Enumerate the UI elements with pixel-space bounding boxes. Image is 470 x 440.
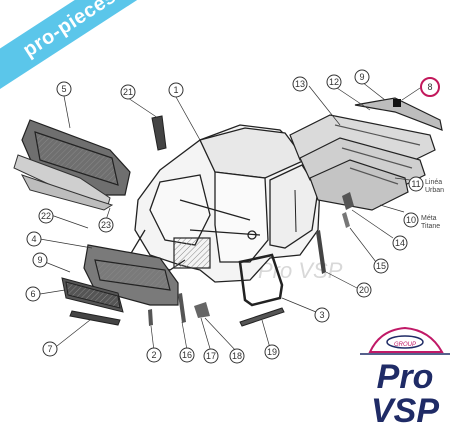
svg-text:Linéa: Linéa — [425, 179, 442, 186]
svg-text:15: 15 — [376, 261, 386, 271]
bracket-17 — [194, 302, 210, 318]
pro-vsp-watermark: Pro VSP — [258, 258, 343, 283]
svg-text:7: 7 — [47, 344, 52, 354]
callout-19: 19 — [264, 344, 280, 360]
callout-4: 4 — [26, 231, 42, 247]
svg-text:19: 19 — [267, 347, 277, 357]
callout-6: 6 — [25, 286, 41, 302]
door-frame — [238, 253, 284, 307]
rear-bumper — [21, 119, 131, 196]
strip-16 — [178, 293, 186, 323]
callout-8: 8 — [420, 77, 440, 97]
svg-text:16: 16 — [182, 350, 192, 360]
callout-15: 15 — [373, 258, 389, 274]
logo-pro-text: Pro — [376, 358, 434, 396]
pro-vsp-logo: GROUP Pro VSP — [350, 322, 460, 432]
svg-text:23: 23 — [101, 220, 111, 230]
front-grille — [61, 277, 124, 313]
roof-rail — [151, 115, 167, 151]
lower-blade — [69, 310, 121, 326]
callout-23: 23 — [98, 217, 114, 233]
bracket-14 — [342, 192, 354, 210]
logo-group-label: GROUP — [394, 342, 417, 348]
logo-vsp-text: VSP — [370, 392, 440, 430]
callout-9b: 9 — [32, 252, 48, 268]
svg-text:9: 9 — [37, 255, 42, 265]
callout-3: 3 — [314, 307, 330, 323]
svg-text:Urban: Urban — [425, 187, 444, 194]
callout-14: 14 — [392, 235, 408, 251]
callout-7: 7 — [42, 341, 58, 357]
strip-2 — [148, 309, 153, 326]
svg-text:18: 18 — [232, 351, 242, 361]
variant-label-11: Linéa Urban — [425, 179, 444, 194]
callout-2: 2 — [146, 347, 162, 363]
car-silhouette-icon — [360, 326, 450, 355]
svg-text:17: 17 — [206, 351, 216, 361]
rear-bumper-trim — [13, 154, 114, 211]
side-panels — [289, 97, 443, 211]
svg-text:4: 4 — [31, 234, 36, 244]
callout-20: 20 — [356, 282, 372, 298]
body-shell — [129, 124, 321, 283]
b-pillar-trim — [316, 230, 326, 274]
callout-12: 12 — [326, 74, 342, 90]
callout-10: 10 — [403, 212, 419, 228]
svg-text:5: 5 — [61, 84, 66, 94]
svg-text:13: 13 — [295, 79, 305, 89]
callout-1: 1 — [168, 82, 184, 98]
callout-18: 18 — [229, 348, 245, 364]
callout-17: 17 — [203, 348, 219, 364]
callout-13: 13 — [292, 76, 308, 92]
svg-text:10: 10 — [406, 215, 416, 225]
svg-text:Méta: Méta — [421, 215, 437, 222]
bracket-15 — [342, 212, 350, 228]
svg-text:21: 21 — [123, 87, 133, 97]
svg-text:9: 9 — [359, 72, 364, 82]
callout-11: 11 — [408, 176, 424, 192]
svg-text:12: 12 — [329, 77, 339, 87]
callout-22: 22 — [38, 208, 54, 224]
svg-text:6: 6 — [30, 289, 35, 299]
svg-text:22: 22 — [41, 211, 51, 221]
callout-21: 21 — [120, 84, 136, 100]
callout-5: 5 — [56, 81, 72, 97]
clip-part — [393, 99, 401, 107]
svg-text:3: 3 — [319, 310, 324, 320]
svg-text:2: 2 — [151, 350, 156, 360]
callout-9a: 9 — [354, 69, 370, 85]
svg-text:1: 1 — [173, 85, 178, 95]
callout-16: 16 — [179, 347, 195, 363]
leader-lines — [39, 81, 421, 353]
variant-label-10: Méta Titane — [421, 215, 440, 230]
svg-text:8: 8 — [427, 82, 432, 92]
svg-text:20: 20 — [359, 285, 369, 295]
svg-text:11: 11 — [411, 179, 420, 189]
door-sill — [239, 307, 285, 327]
svg-text:Titane: Titane — [421, 223, 440, 230]
svg-text:14: 14 — [395, 238, 405, 248]
